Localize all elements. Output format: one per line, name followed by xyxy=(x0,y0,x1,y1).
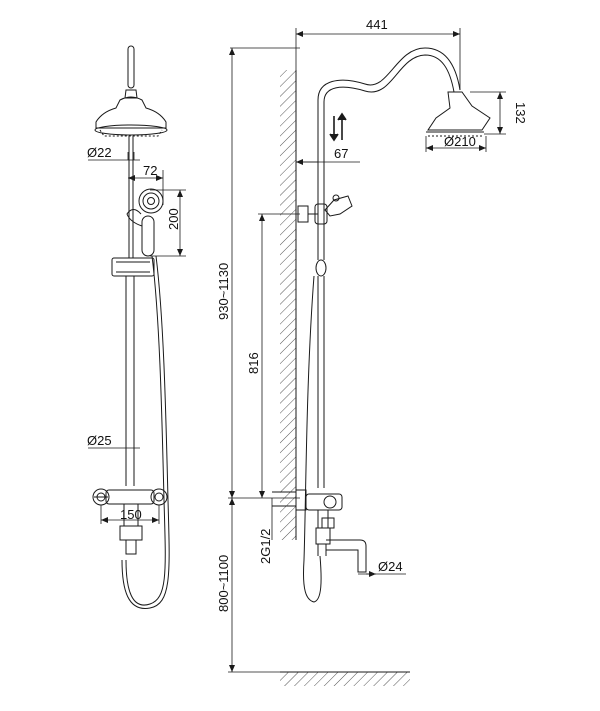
side-hose xyxy=(303,275,322,603)
spout-diameter-label: Ø24 xyxy=(378,559,403,574)
mixer-centers-label: 150 xyxy=(120,507,142,522)
height-adjust-arrows-icon xyxy=(329,112,347,142)
lower-pipe-diameter-label: Ø25 xyxy=(87,433,112,448)
top-riser-stub xyxy=(127,45,135,89)
head-diameter-label: Ø210 xyxy=(444,134,476,149)
front-shower-head xyxy=(94,96,168,137)
wall-hatch xyxy=(280,70,296,540)
side-mixer xyxy=(295,489,367,573)
side-hand-shower xyxy=(324,194,353,217)
side-wall-bracket xyxy=(297,203,328,225)
side-view xyxy=(272,47,491,603)
handshower-width-label: 72 xyxy=(143,163,157,178)
side-dimension-lines xyxy=(228,28,506,673)
side-slide-body xyxy=(315,259,327,277)
front-hose xyxy=(125,255,166,606)
front-view xyxy=(92,45,170,609)
top-width-label: 441 xyxy=(366,17,388,32)
floor-hatch xyxy=(280,672,410,686)
mount-height-range-label: 800~1100 xyxy=(216,555,231,612)
inlet-thread-label: 2G1/2 xyxy=(258,529,273,564)
total-height-range-label: 930~1130 xyxy=(216,263,231,320)
side-gooseneck-arm xyxy=(317,47,461,210)
upper-pipe-diameter-label: Ø22 xyxy=(87,145,112,160)
front-slide-bracket xyxy=(111,257,155,277)
riser-length-label: 816 xyxy=(246,352,261,374)
front-dimension-lines xyxy=(88,152,186,524)
handshower-height-label: 200 xyxy=(166,208,181,230)
side-shower-head xyxy=(426,91,491,137)
front-hand-shower xyxy=(126,188,164,257)
head-height-label: 132 xyxy=(513,102,528,124)
wall-offset-label: 67 xyxy=(334,146,348,161)
